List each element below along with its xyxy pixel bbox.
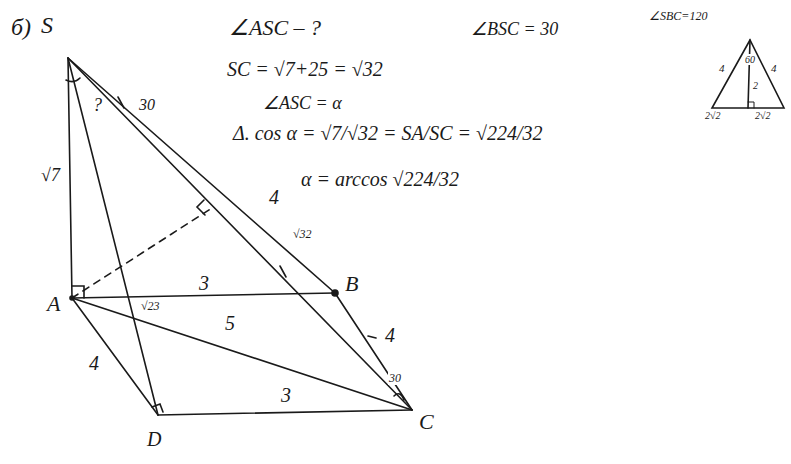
answer: α = arccos √224/32 bbox=[300, 168, 460, 190]
edge-dc bbox=[158, 410, 412, 415]
right-angle-mark bbox=[748, 102, 754, 108]
tick-mark bbox=[118, 97, 124, 108]
calculation: ∠ASC = α bbox=[262, 94, 343, 114]
dimension: 2√2 bbox=[704, 110, 722, 121]
dashed-height bbox=[72, 208, 212, 298]
dimension: √23 bbox=[140, 300, 161, 313]
dimension: 2 bbox=[752, 80, 759, 91]
given-note: ∠BSC = 30 bbox=[470, 20, 559, 40]
sketch-note: ∠SBC=120 bbox=[648, 10, 708, 23]
dimension: 3 bbox=[198, 272, 210, 294]
dimension: 4 bbox=[770, 62, 778, 74]
calculation: SC = √7+25 = √32 bbox=[226, 58, 384, 80]
vertex-dot bbox=[332, 290, 338, 296]
edge-sd bbox=[68, 58, 158, 415]
dimension: 2√2 bbox=[754, 110, 772, 121]
point-name: B bbox=[344, 272, 359, 296]
vertex-dot bbox=[70, 296, 74, 300]
dimension: √7 bbox=[40, 166, 61, 186]
problem-number: б) bbox=[10, 14, 32, 40]
dimension: 4 bbox=[268, 186, 280, 208]
dimension: 30 bbox=[138, 96, 156, 114]
angle-arc bbox=[66, 78, 80, 82]
calculation: Δ. cos α = √7/√32 = SA/SC = √224/32 bbox=[232, 122, 544, 144]
dimension: √32 bbox=[292, 228, 313, 241]
dimension: 4 bbox=[718, 62, 726, 74]
sketch-triangle bbox=[712, 40, 784, 108]
dimension: 4 bbox=[384, 324, 396, 346]
triangle-height bbox=[748, 40, 750, 108]
unknown-mark: ? bbox=[92, 96, 103, 116]
tick-mark bbox=[280, 266, 286, 277]
point-name: C bbox=[418, 410, 435, 434]
edge-sc bbox=[68, 58, 412, 410]
edge-sa bbox=[68, 58, 72, 298]
angle-arc bbox=[394, 394, 404, 400]
right-angle-mark bbox=[197, 200, 205, 215]
dimension: 5 bbox=[224, 312, 236, 334]
edge-bc bbox=[335, 293, 412, 410]
edge-ac bbox=[72, 298, 412, 410]
dimension: 60 bbox=[744, 54, 756, 65]
dimension: 30 bbox=[388, 372, 402, 385]
dimension: 3 bbox=[280, 384, 292, 406]
edge-ad bbox=[72, 298, 158, 415]
point-name: S bbox=[40, 12, 54, 38]
tick-mark bbox=[368, 336, 376, 338]
right-angle-mark bbox=[152, 404, 163, 412]
point-name: D bbox=[146, 428, 162, 450]
dimension: 4 bbox=[88, 352, 100, 374]
point-name: A bbox=[46, 292, 61, 316]
question-note: ∠ASC – ? bbox=[228, 16, 322, 40]
